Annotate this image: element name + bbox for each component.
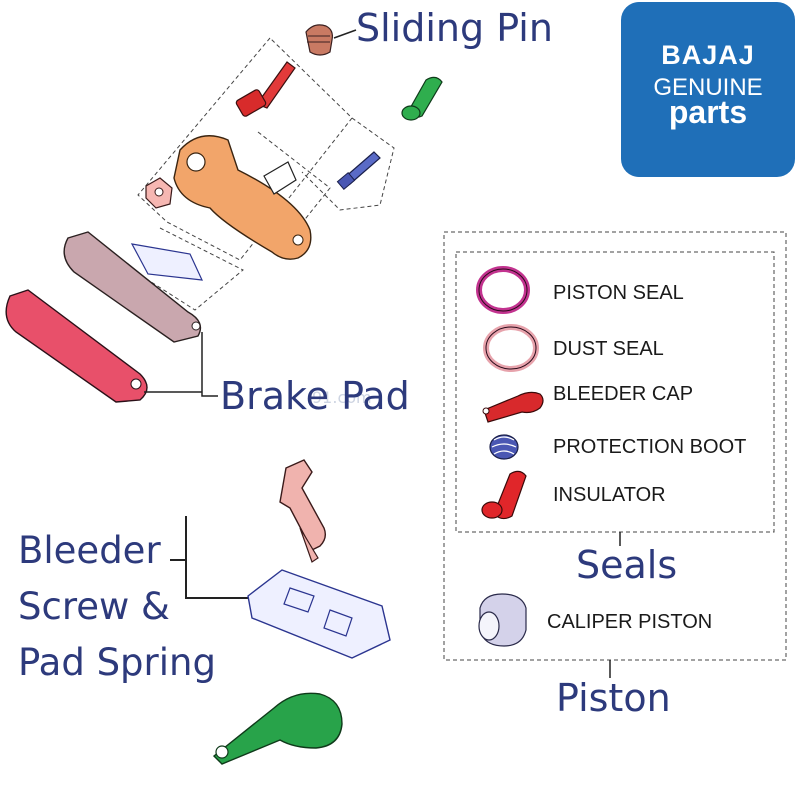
brake-pad-leader [201,332,218,397]
green-insulator-part [401,76,443,121]
legend-insulator-label: INSULATOR [553,484,666,506]
sliding-pin-boot-part [305,24,333,56]
legend-dust-seal-label: DUST SEAL [553,338,664,360]
logo-genuine: GENUINE [653,74,763,101]
legend-bleeder-cap-label: BLEEDER CAP [553,383,694,405]
bleeder-bracket [185,516,254,599]
bleeder-label-line-1: Bleeder [18,529,161,572]
dust-seal-icon [483,324,539,372]
logo-brand: BAJAJ [661,40,755,70]
legend-caliper-piston-label: CALIPER PISTON [547,611,713,633]
bleeder-screw-part [279,459,327,563]
bleeder-label-line-3: Pad Spring [18,641,216,684]
legend-protection-boot-label: PROTECTION BOOT [553,436,747,458]
sliding-pin-part [235,61,296,117]
guide-pin-part [336,151,381,191]
insulator-icon [481,470,527,520]
caliper-piston-icon [478,593,527,647]
protection-boot-icon [489,434,519,460]
sliding-pin-label: Sliding Pin [356,6,553,50]
bleeder-label-line-2: Screw & [18,585,170,628]
bleeder-cap-green-part [212,692,343,765]
pad-spring-large-part [247,569,391,659]
pad-clip-part [263,161,297,195]
piston-seal-icon [476,266,530,314]
brake-pad-label: Brake Pad [220,374,410,418]
brake-pad-inner-part [63,231,202,343]
legend-piston-seal-label: PISTON SEAL [553,282,684,304]
brake-pad-outer-part [5,289,148,403]
bajaj-genuine-parts-logo: BAJAJ GENUINE parts [621,2,795,177]
watermark: 91.com [312,388,372,407]
piston-dashed-box [443,231,787,661]
sliding-pin-leader [333,29,357,39]
piston-label: Piston [556,676,671,720]
seals-dashed-box [455,251,775,533]
logo-parts: parts [668,94,748,130]
pad-spring-small-part [130,243,203,281]
caliper-bracket-part [173,135,312,260]
bleeder-cap-icon [482,391,544,423]
bleeder-screw-pad-spring-label: Bleeder Screw & Pad Spring [18,523,216,691]
caliper-washer-part [145,177,173,209]
seals-label: Seals [576,543,678,587]
